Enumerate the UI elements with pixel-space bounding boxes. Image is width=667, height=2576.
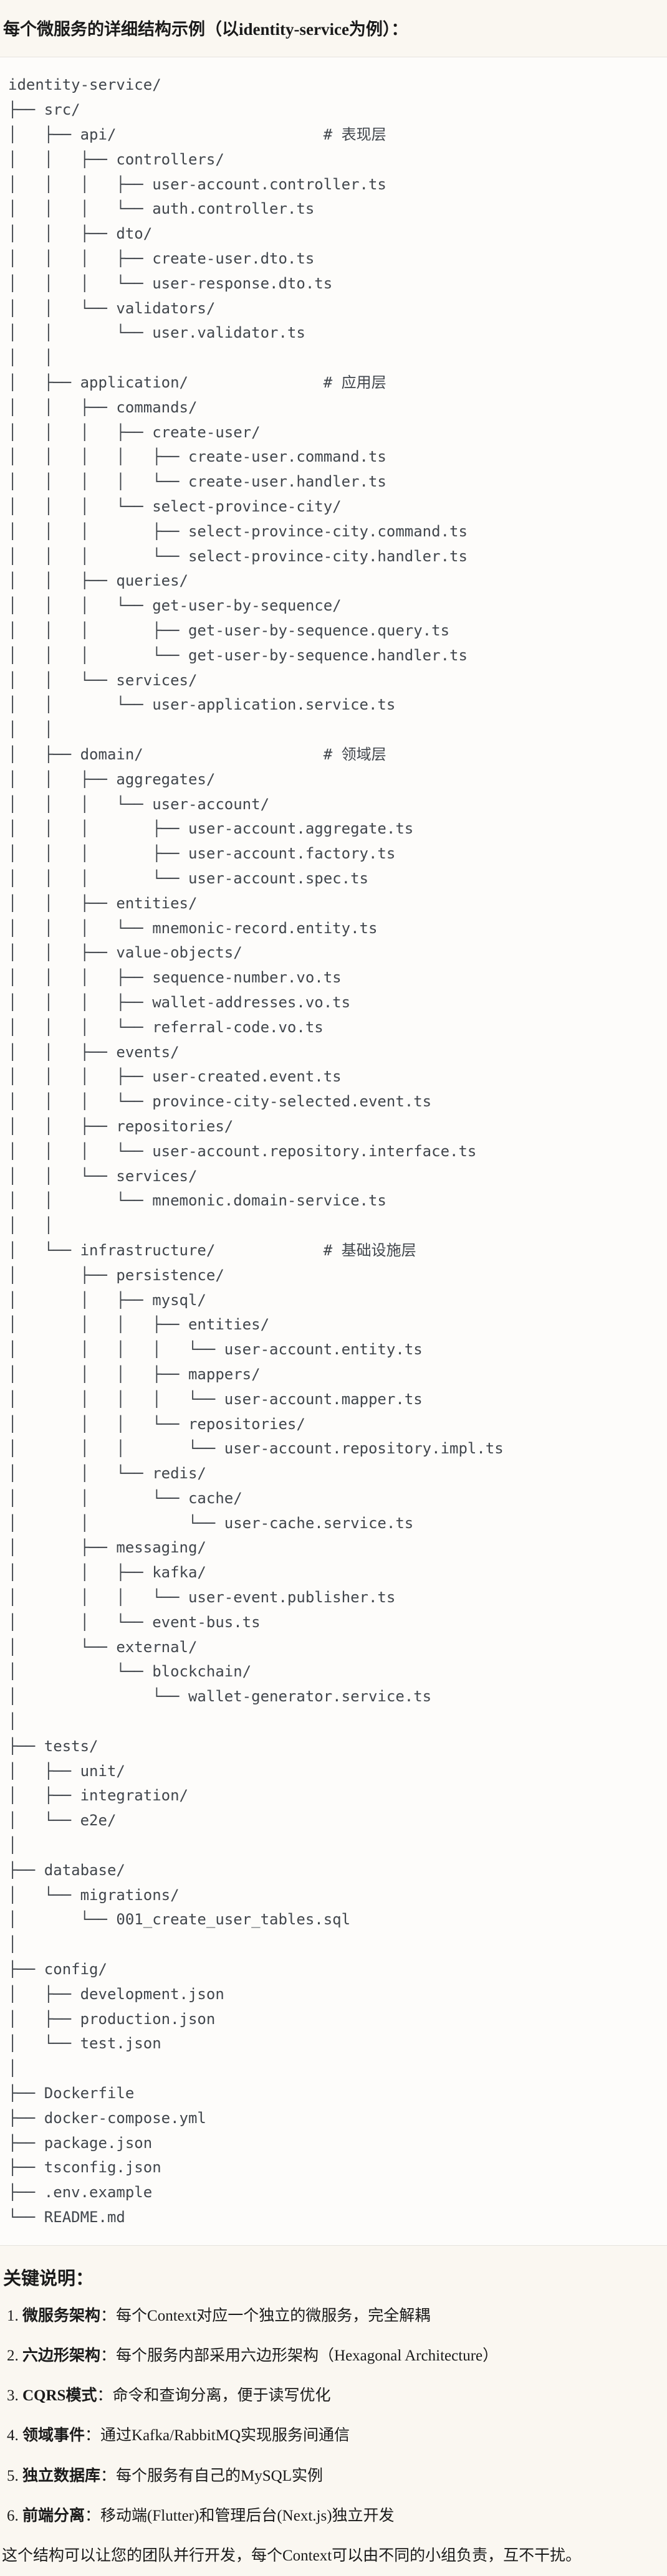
item-colon: ： xyxy=(85,2427,101,2445)
note-item-5: 5. 独立数据库：每个服务有自己的MySQL实例 xyxy=(7,2466,661,2486)
item-desc: 通过Kafka/RabbitMQ实现服务间通信 xyxy=(100,2427,350,2445)
item-colon: ： xyxy=(100,2347,117,2364)
item-term: CQRS模式 xyxy=(22,2387,97,2405)
item-term: 领域事件 xyxy=(22,2427,85,2445)
item-number: 1. xyxy=(7,2307,22,2324)
item-colon: ： xyxy=(85,2507,101,2524)
item-term: 六边形架构 xyxy=(22,2347,101,2364)
item-colon: ： xyxy=(100,2307,117,2324)
code-block: identity-service/ ├── src/ │ ├── api/ # … xyxy=(0,57,667,2246)
item-desc: 移动端(Flutter)和管理后台(Next.js)独立开发 xyxy=(100,2507,395,2524)
item-desc: 每个服务内部采用六边形架构（Hexagonal Architecture） xyxy=(116,2347,499,2364)
item-number: 2. xyxy=(7,2347,22,2364)
page-title: 每个微服务的详细结构示例（以identity-service为例）： xyxy=(3,20,408,39)
item-number: 3. xyxy=(7,2387,22,2405)
notes-section: 关键说明： 1. 微服务架构：每个Context对应一个独立的微服务，完全解耦 … xyxy=(0,2246,667,2566)
item-term: 前端分离 xyxy=(22,2507,85,2524)
note-item-4: 4. 领域事件：通过Kafka/RabbitMQ实现服务间通信 xyxy=(7,2426,661,2445)
item-term: 微服务架构 xyxy=(22,2307,101,2324)
item-desc: 每个服务有自己的MySQL实例 xyxy=(116,2467,323,2484)
notes-heading: 关键说明： xyxy=(3,2268,94,2289)
item-term: 独立数据库 xyxy=(22,2467,101,2484)
notes-footer: 这个结构可以让您的团队并行开发，每个Context可以由不同的小组负责，互不干扰… xyxy=(2,2547,582,2565)
note-item-3: 3. CQRS模式：命令和查询分离，便于读写优化 xyxy=(7,2386,661,2405)
item-desc: 每个Context对应一个独立的微服务，完全解耦 xyxy=(116,2307,431,2324)
item-colon: ： xyxy=(100,2467,117,2484)
directory-tree: identity-service/ ├── src/ │ ├── api/ # … xyxy=(8,76,504,2226)
note-item-1: 1. 微服务架构：每个Context对应一个独立的微服务，完全解耦 xyxy=(7,2306,661,2326)
note-item-6: 6. 前端分离：移动端(Flutter)和管理后台(Next.js)独立开发 xyxy=(7,2506,661,2526)
item-number: 5. xyxy=(7,2467,22,2484)
item-desc: 命令和查询分离，便于读写优化 xyxy=(112,2387,331,2405)
item-number: 4. xyxy=(7,2427,22,2445)
item-number: 6. xyxy=(7,2507,22,2524)
note-item-2: 2. 六边形架构：每个服务内部采用六边形架构（Hexagonal Archite… xyxy=(7,2346,661,2365)
item-colon: ： xyxy=(97,2387,113,2405)
